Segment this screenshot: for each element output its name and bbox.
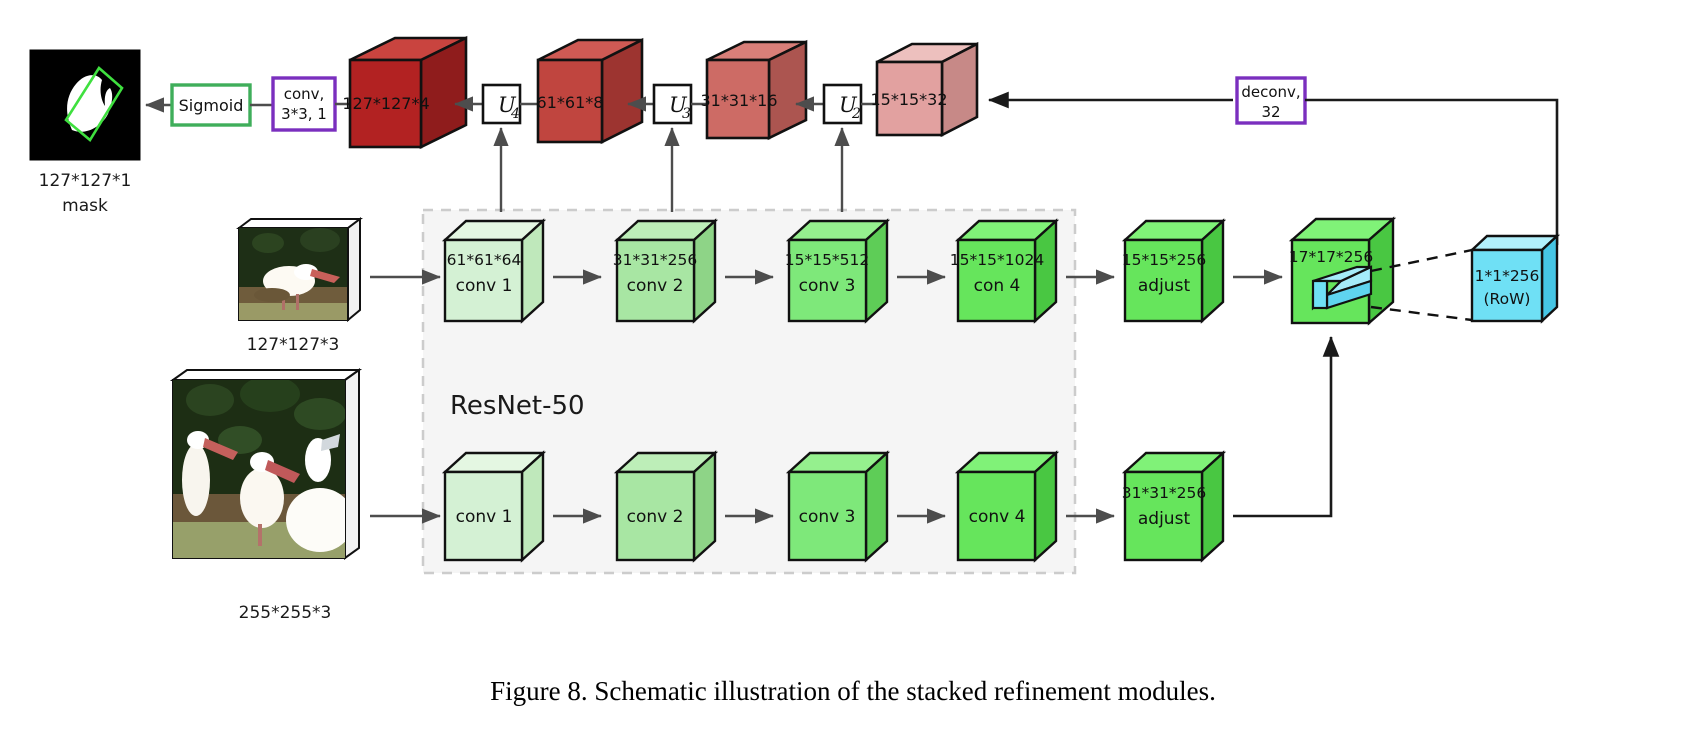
backbone-top-conv1-size: 61*61*64 [447, 251, 522, 269]
backbone-top-conv3-name: conv 3 [799, 276, 856, 296]
sigmoid-block[interactable]: Sigmoid [170, 83, 252, 127]
upsampler-u4-label: U [498, 93, 517, 117]
correlation-cube-size: 17*17*256 [1289, 248, 1374, 266]
dashed-row-top [1370, 248, 1473, 273]
backbone-bottom-conv3: conv 3 [785, 450, 891, 563]
adjust-top-name: adjust [1138, 276, 1191, 296]
backbone-top-conv2: 31*31*256 conv 2 [613, 218, 719, 324]
backbone-top-conv4: 15*15*1024 con 4 [950, 218, 1060, 324]
arrow-bottom-adjust-to-corr [1233, 335, 1340, 518]
backbone-bottom-conv1-name: conv 1 [456, 507, 513, 527]
deconv-block[interactable]: deconv, 32 [1235, 76, 1307, 125]
adjust-bottom-size: 31*31*256 [1122, 484, 1207, 502]
refine-cube-15-label: 15*15*32 [870, 90, 947, 109]
row-cube: 1*1*256 (RoW) [1468, 233, 1561, 324]
backbone-top-conv1-name: conv 1 [456, 276, 513, 296]
search-input-image [169, 368, 363, 560]
upsampler-u2-sub: 2 [851, 106, 861, 122]
backbone-bottom-conv2-name: conv 2 [627, 507, 684, 527]
resnet-group-label: ResNet-50 [450, 391, 585, 421]
adjust-top-cube: 15*15*256 adjust [1122, 218, 1227, 324]
backbone-top-conv3-size: 15*15*512 [785, 251, 870, 269]
template-input-image [236, 217, 363, 323]
deconv-label-line1: deconv, [1241, 83, 1300, 101]
connector-row-to-deconv [1305, 98, 1559, 245]
row-cube-line2: (RoW) [1484, 290, 1531, 308]
conv-head-label-line1: conv, [284, 85, 325, 103]
mask-output-image [29, 49, 141, 161]
sigmoid-label: Sigmoid [179, 96, 244, 115]
upsampler-u4-sub: 4 [510, 106, 520, 122]
adjust-bottom-cube: 31*31*256 adjust [1122, 450, 1227, 563]
backbone-top-conv3: 15*15*512 conv 3 [785, 218, 891, 324]
upsampler-u3-block[interactable]: U 3 [652, 83, 693, 125]
mask-size-label: 127*127*1 [39, 171, 132, 191]
backbone-bottom-conv4-name: conv 4 [969, 507, 1026, 527]
adjust-top-size: 15*15*256 [1122, 251, 1207, 269]
upsampler-u3-sub: 3 [682, 106, 691, 122]
backbone-top-conv2-name: conv 2 [627, 276, 684, 296]
correlation-cube: 17*17*256 [1289, 216, 1397, 326]
backbone-bottom-conv2: conv 2 [613, 450, 719, 563]
mask-name-label: mask [62, 196, 108, 216]
backbone-bottom-conv1: conv 1 [441, 450, 547, 563]
search-size-label: 255*255*3 [239, 603, 332, 623]
backbone-bottom-conv4: conv 4 [954, 450, 1060, 563]
upsampler-u3-label: U [669, 93, 688, 117]
backbone-top-conv4-name: con 4 [974, 276, 1021, 296]
upsampler-u2-block[interactable]: U 2 [822, 83, 863, 125]
conv-head-label-line2: 3*3, 1 [281, 105, 327, 123]
upsampler-u2-label: U [839, 93, 858, 117]
backbone-top-conv4-size: 15*15*1024 [950, 251, 1044, 269]
refine-cube-127: 127*127*4 [342, 35, 468, 150]
refine-cube-31-label: 31*31*16 [700, 91, 777, 110]
backbone-top-conv1: 61*61*64 conv 1 [441, 218, 547, 324]
refine-cube-61-label: 61*61*8 [537, 93, 604, 112]
refine-cube-127-label: 127*127*4 [342, 94, 429, 113]
template-size-label: 127*127*3 [247, 335, 340, 355]
adjust-bottom-name: adjust [1138, 509, 1191, 529]
dashed-row-bottom [1370, 305, 1473, 322]
refine-cube-15: 15*15*32 [870, 41, 979, 138]
figure-caption: Figure 8. Schematic illustration of the … [490, 676, 1216, 706]
backbone-bottom-conv3-name: conv 3 [799, 507, 856, 527]
refine-cube-31: 31*31*16 [700, 39, 808, 141]
conv-head-block[interactable]: conv, 3*3, 1 [271, 76, 337, 132]
deconv-label-line2: 32 [1261, 103, 1280, 121]
refine-cube-61: 61*61*8 [537, 37, 644, 145]
row-cube-line1: 1*1*256 [1475, 267, 1540, 285]
backbone-top-conv2-size: 31*31*256 [613, 251, 698, 269]
upsampler-u4-block[interactable]: U 4 [481, 83, 522, 125]
